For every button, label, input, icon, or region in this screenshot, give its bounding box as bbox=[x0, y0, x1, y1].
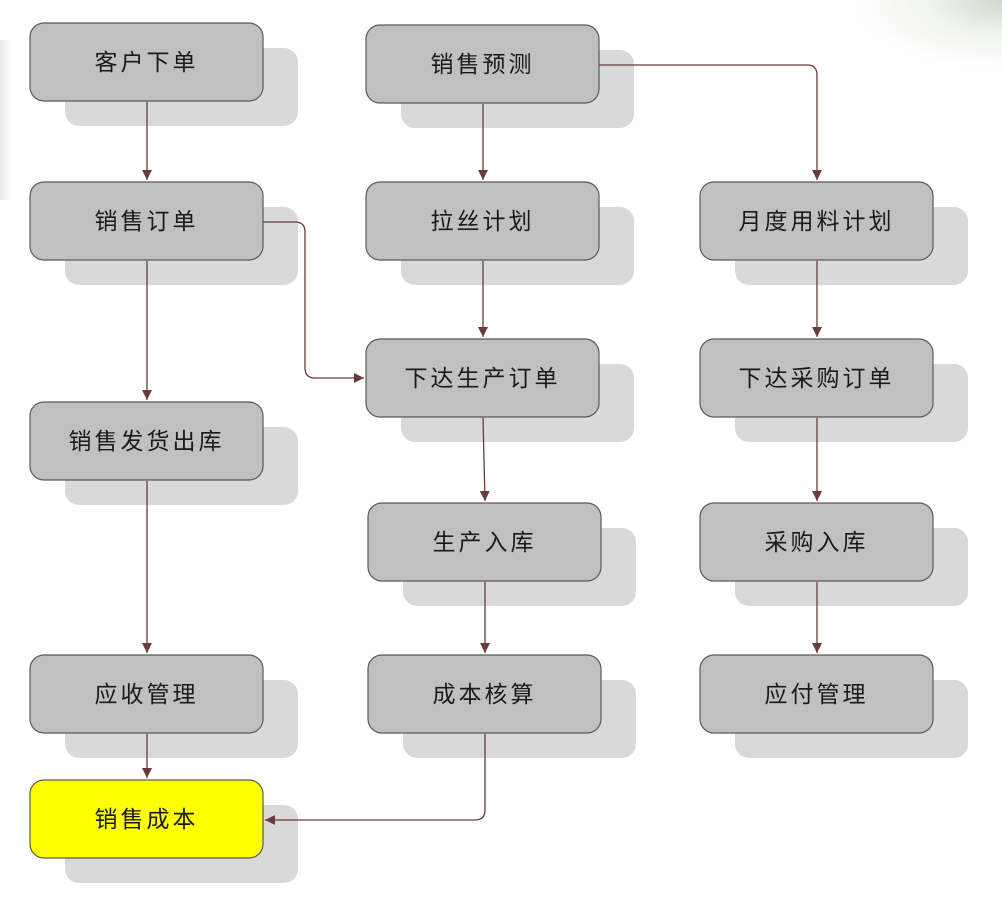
node-issue-production-order: 下达生产订单 bbox=[365, 338, 600, 418]
node-label: 销售订单 bbox=[95, 209, 199, 235]
node-label: 下达生产订单 bbox=[405, 366, 561, 392]
node-box bbox=[29, 181, 264, 261]
node-box bbox=[367, 502, 602, 582]
node-box bbox=[699, 502, 934, 582]
node-box bbox=[365, 181, 600, 261]
edge-sales-order-to-issue-production-order bbox=[263, 221, 364, 383]
node-sales-cost: 销售成本 bbox=[29, 779, 264, 859]
node-label: 生产入库 bbox=[433, 530, 537, 556]
node-production-receipt: 生产入库 bbox=[367, 502, 602, 582]
node-payables: 应付管理 bbox=[699, 654, 934, 734]
node-label: 应收管理 bbox=[95, 682, 199, 708]
node-customer-order: 客户下单 bbox=[29, 22, 264, 102]
node-purchase-receipt: 采购入库 bbox=[699, 502, 934, 582]
node-sales-order: 销售订单 bbox=[29, 181, 264, 261]
node-label: 拉丝计划 bbox=[431, 209, 535, 235]
edge-cost-accounting-to-sales-cost bbox=[265, 734, 486, 825]
node-box bbox=[699, 654, 934, 734]
node-label: 采购入库 bbox=[765, 530, 869, 556]
node-box bbox=[367, 654, 602, 734]
node-box bbox=[699, 181, 934, 261]
node-monthly-material-plan: 月度用料计划 bbox=[699, 181, 934, 261]
node-box bbox=[29, 779, 264, 859]
node-label: 月度用料计划 bbox=[739, 209, 895, 235]
node-receivables: 应收管理 bbox=[29, 654, 264, 734]
edge-issue-production-order-to-production-receipt bbox=[479, 417, 490, 502]
node-box bbox=[29, 401, 264, 481]
node-box bbox=[29, 22, 264, 102]
edge-sales-forecast-to-monthly-material-plan bbox=[599, 64, 822, 180]
node-label: 成本核算 bbox=[433, 682, 537, 708]
node-sales-delivery: 销售发货出库 bbox=[29, 401, 264, 481]
node-cost-accounting: 成本核算 bbox=[367, 654, 602, 734]
node-issue-purchase-order: 下达采购订单 bbox=[699, 338, 934, 418]
node-drawing-plan: 拉丝计划 bbox=[365, 181, 600, 261]
node-box bbox=[365, 24, 600, 104]
node-label: 下达采购订单 bbox=[739, 366, 895, 392]
node-label: 销售预测 bbox=[431, 52, 535, 78]
node-box bbox=[699, 338, 934, 418]
node-box bbox=[29, 654, 264, 734]
node-label: 销售成本 bbox=[95, 807, 199, 833]
node-sales-forecast: 销售预测 bbox=[365, 24, 600, 104]
node-label: 应付管理 bbox=[765, 682, 869, 708]
node-box bbox=[365, 338, 600, 418]
connectors bbox=[142, 64, 822, 825]
node-label: 销售发货出库 bbox=[69, 429, 225, 455]
node-label: 客户下单 bbox=[95, 50, 199, 76]
